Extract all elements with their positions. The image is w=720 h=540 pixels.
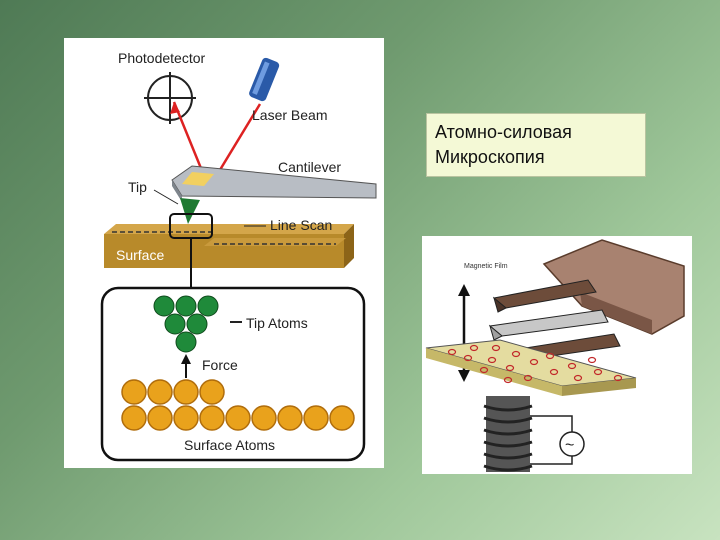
surface-atoms-label: Surface Atoms [184,437,275,453]
laser-beam-label: Laser Beam [252,107,327,123]
tip-icon [180,198,200,224]
mfm-diagram-panel: Magnetic Film [422,236,692,474]
tip-leader [153,189,179,205]
laser-source-icon [249,57,280,102]
tip-atoms [153,295,219,353]
line-scan-label: Line Scan [270,217,332,233]
surface-block [104,224,354,268]
magnetic-film-label: Magnetic Film [464,263,508,270]
title-line-2: Микроскопия [435,147,545,167]
cantilever-label: Cantilever [278,159,341,175]
afm-diagram-panel: Photodetector Laser Beam Cantilever Tip … [64,38,384,468]
probe-holder [542,239,685,335]
photodetector-icon [144,72,196,124]
title-line-1: Атомно-силовая [435,122,572,142]
cantilever [171,165,377,202]
coil [483,396,533,472]
atomic-detail-box [100,286,366,462]
ac-symbol-icon: ~ [565,437,574,454]
force-label: Force [202,357,238,373]
sample-plate [425,339,637,396]
slide-title: Атомно-силовая Микроскопия [426,113,646,177]
photodetector-label: Photodetector [118,50,206,66]
mfm-diagram: Magnetic Film [425,239,685,472]
ac-source [530,415,585,465]
surface-atoms [121,379,355,431]
afm-diagram: Photodetector Laser Beam Cantilever Tip … [100,50,377,462]
tip-label: Tip [128,179,147,195]
tip-atoms-label: Tip Atoms [246,315,308,331]
force-arrow-icon [181,354,191,378]
surface-label: Surface [116,247,164,263]
